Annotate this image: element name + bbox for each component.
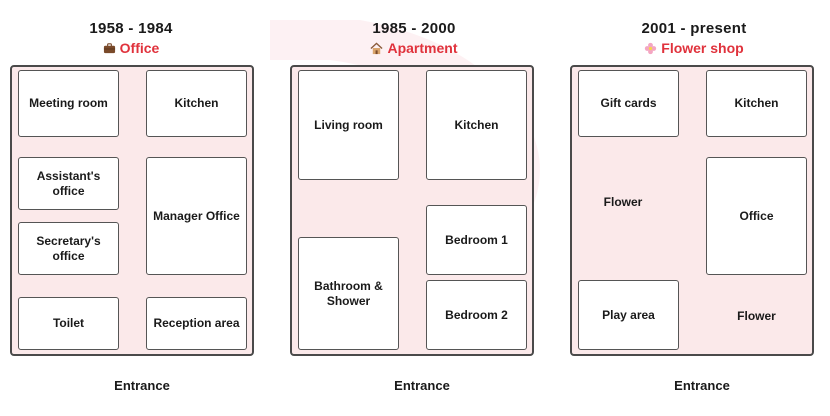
house-icon [370,41,384,54]
room-bedroom-2: Bedroom 2 [426,280,527,350]
room-kitchen: Kitchen [146,70,247,137]
room-reception-area: Reception area [146,297,247,350]
use-label: Office [31,40,231,56]
entrance-label-office: Entrance [114,378,170,393]
use-text: Apartment [387,40,458,56]
period-label: 1958 - 1984 [89,20,173,37]
plan-header-flower-shop: 2001 - present Flower shop [594,20,794,56]
room-bathroom-shower: Bathroom & Shower [298,237,399,350]
room-kitchen: Kitchen [706,70,807,137]
period-label: 2001 - present [641,20,747,37]
room-office: Office [706,157,807,275]
room-manager-office: Manager Office [146,157,247,275]
period-label: 1985 - 2000 [372,20,456,37]
floor-plan-apartment: Living room Kitchen Bedroom 1 Bathroom &… [290,65,534,356]
floor-plan-flower-shop: Gift cards Kitchen Flower Office Play ar… [570,65,814,356]
room-assistants-office: Assistant's office [18,157,119,210]
flower-icon [645,42,657,54]
room-play-area: Play area [578,280,679,350]
room-bedroom-1: Bedroom 1 [426,205,527,275]
room-living-room: Living room [298,70,399,180]
plan-header-office: 1958 - 1984 Office [31,20,231,56]
use-text: Office [119,40,160,56]
open-area-flower-left: Flower [603,195,643,209]
room-kitchen: Kitchen [426,70,527,180]
entrance-label-flower-shop: Entrance [674,378,730,393]
room-gift-cards: Gift cards [578,70,679,137]
plan-header-apartment: 1985 - 2000 Apartment [314,20,514,56]
floor-plan-office: Meeting room Kitchen Assistant's office … [10,65,254,356]
use-label: Flower shop [594,40,794,56]
use-text: Flower shop [661,40,744,56]
room-toilet: Toilet [18,297,119,350]
use-label: Apartment [314,40,514,56]
room-secretarys-office: Secretary's office [18,222,119,275]
entrance-label-apartment: Entrance [394,378,450,393]
room-meeting-room: Meeting room [18,70,119,137]
open-area-flower-right: Flower [737,309,776,323]
briefcase-icon [103,42,115,53]
